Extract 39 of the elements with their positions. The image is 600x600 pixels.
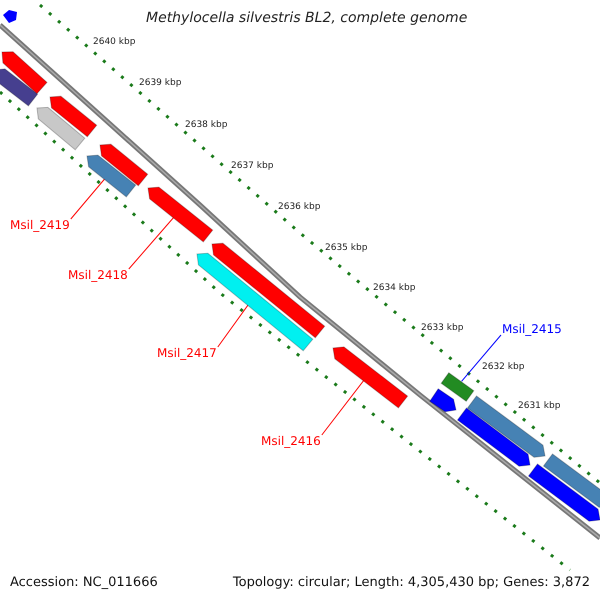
gene-feature (440, 372, 474, 402)
tick-label: 2638 kbp (185, 121, 228, 130)
gene-feature (528, 463, 600, 522)
gene-feature (3, 10, 17, 23)
tick-label: 2639 kbp (139, 79, 182, 88)
tick-label: 2631 kbp (518, 402, 560, 411)
leader-line (461, 334, 502, 382)
leader-line (321, 380, 364, 436)
leader-line (70, 178, 106, 220)
gene-label: Msil_2416 (261, 435, 321, 447)
tick-label: 2636 kbp (278, 203, 320, 212)
gene-feature (1, 51, 48, 94)
tick-label: 2634 kbp (373, 284, 416, 293)
gene-label: Msil_2419 (10, 219, 70, 231)
gene-feature (211, 242, 326, 338)
gene-feature (49, 96, 98, 138)
gene-feature (147, 186, 214, 243)
gene-label: Msil_2417 (157, 347, 217, 359)
tick-label: 2635 kbp (325, 244, 368, 253)
genome-info-text: Topology: circular; Length: 4,305,430 bp; Genes: 3,872 (232, 576, 590, 589)
gene-feature (0, 68, 38, 107)
gene-label: Msil_2415 (502, 323, 562, 335)
leader-line (217, 304, 249, 348)
gene-feature (429, 388, 457, 412)
gene-feature (86, 154, 136, 198)
gene-label: Msil_2418 (68, 269, 128, 281)
gene-feature (36, 106, 86, 150)
gene-feature (466, 395, 546, 458)
gene-feature (99, 144, 148, 186)
tick-label: 2633 kbp (421, 324, 464, 333)
gene-feature (332, 346, 408, 409)
tick-label: 2640 kbp (93, 38, 136, 47)
tick-label: 2632 kbp (482, 363, 524, 372)
title: Methylocella silvestris BL2, complete genome (146, 11, 468, 25)
accession-text: Accession: NC_011666 (10, 576, 158, 589)
gene-feature (456, 407, 531, 467)
leader-line (128, 217, 174, 270)
tick-label: 2637 kbp (231, 162, 274, 171)
gene-feature (542, 453, 600, 508)
